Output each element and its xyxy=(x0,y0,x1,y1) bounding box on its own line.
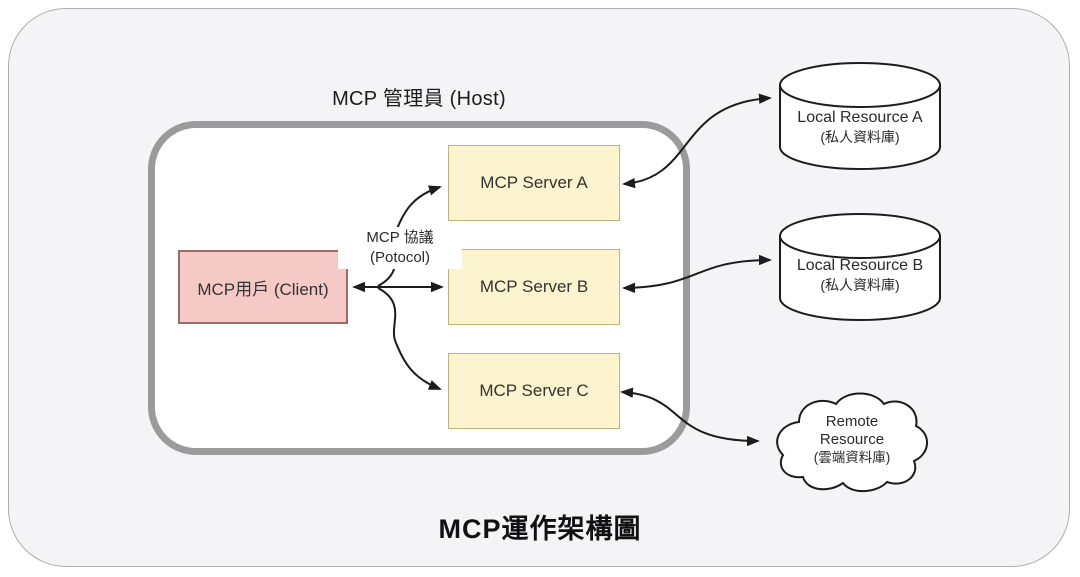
client-label: MCP用戶 (Client) xyxy=(197,279,329,299)
local-resource-a-node: Local Resource A (私人資料庫) xyxy=(780,107,940,147)
resource-b-name: Local Resource B xyxy=(796,257,924,274)
resource-b-subtitle: (私人資料庫) xyxy=(820,277,900,293)
server-a-label: MCP Server A xyxy=(480,173,588,192)
remote-resource-subtitle: (雲端資料庫) xyxy=(813,450,891,465)
server-b-label: MCP Server B xyxy=(479,277,589,296)
server-node-a: MCP Server A xyxy=(448,145,620,221)
protocol-label: MCP 協議 (Potocol) xyxy=(338,227,462,269)
protocol-line1: MCP 協議 xyxy=(366,229,434,246)
protocol-line2: (Potocol) xyxy=(369,249,431,266)
server-node-b: MCP Server B xyxy=(448,249,620,325)
server-c-label: MCP Server C xyxy=(479,381,589,400)
local-resource-b-node: Local Resource B (私人資料庫) xyxy=(780,255,940,295)
client-node: MCP用戶 (Client) xyxy=(178,250,348,324)
server-node-c: MCP Server C xyxy=(448,353,620,429)
remote-resource-node: Remote Resource (雲端資料庫) xyxy=(782,413,922,466)
remote-resource-line2: Resource xyxy=(819,431,885,448)
resource-a-subtitle: (私人資料庫) xyxy=(820,129,900,145)
diagram-caption: MCP運作架構圖 xyxy=(438,514,642,544)
remote-resource-line1: Remote xyxy=(825,413,879,430)
resource-a-name: Local Resource A xyxy=(797,109,923,126)
host-title: MCP 管理員 (Host) xyxy=(332,88,506,110)
